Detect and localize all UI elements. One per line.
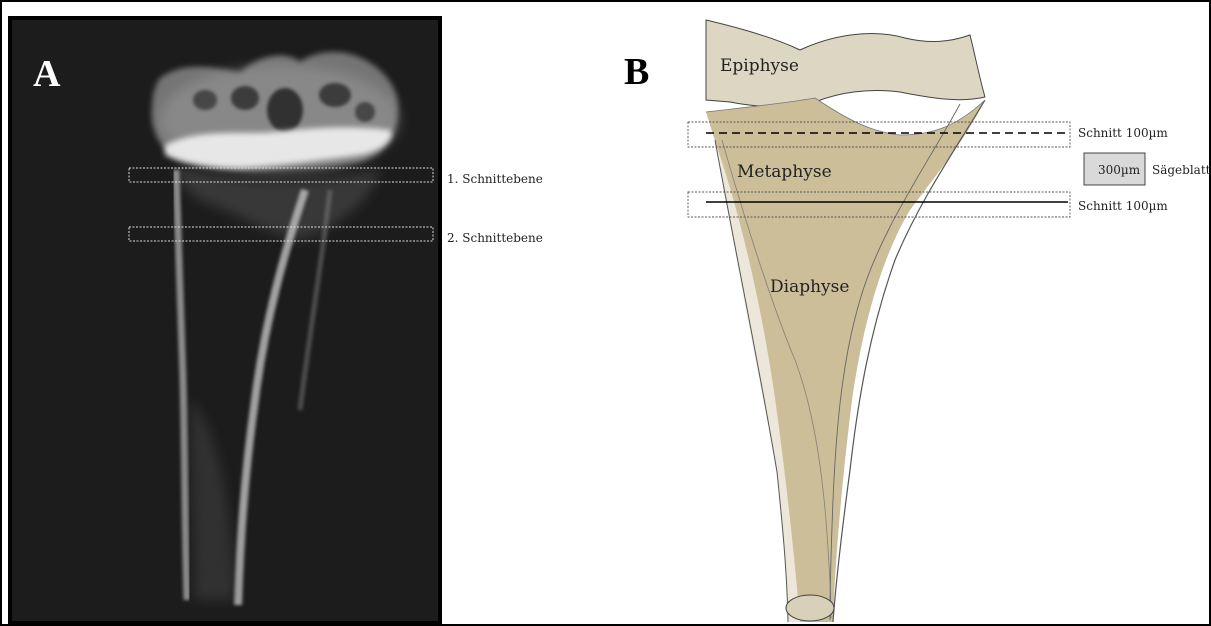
metaphysis-label: Metaphyse [737, 162, 832, 182]
panel-a-label: A [33, 53, 61, 95]
cut-1-label: Schnitt 100µm [1078, 126, 1168, 140]
cut-plane-1-label: 1. Schnittebene [447, 172, 543, 186]
cut-plane-2-label: 2. Schnittebene [447, 231, 543, 245]
panel-b-label: B [624, 51, 649, 93]
epiphysis-label: Epiphyse [720, 56, 799, 76]
diaphysis-end [786, 595, 834, 621]
cut-2-label: Schnitt 100µm [1078, 199, 1168, 213]
panel-a: A 1. Schnittebene 2. Schnittebene [10, 18, 543, 623]
saw-blade-label: Sägeblatt [1152, 163, 1211, 177]
panel-b: B Epiphyse Metaphyse Diaphyse Schnitt 10… [624, 20, 1211, 622]
saw-blade-value: 300µm [1098, 163, 1141, 177]
diaphysis-label: Diaphyse [770, 277, 849, 297]
